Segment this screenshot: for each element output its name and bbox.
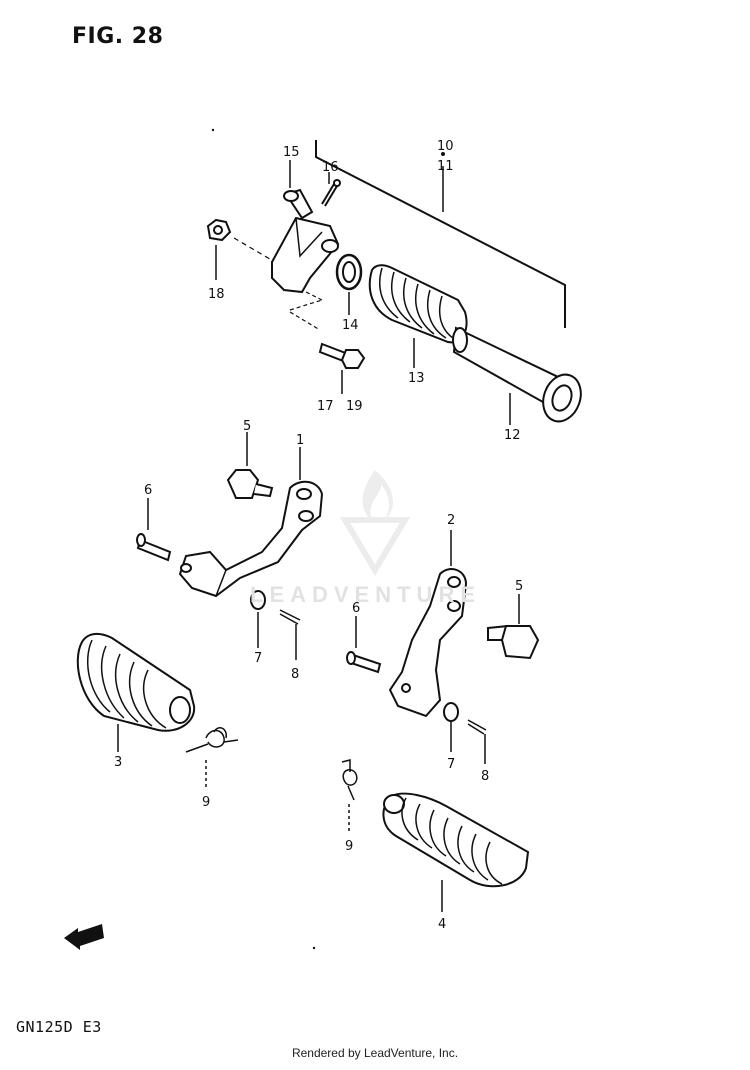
bolt-5-right bbox=[500, 625, 540, 660]
callout-6-left: 6 bbox=[144, 483, 152, 498]
top-assembly bbox=[206, 140, 582, 425]
group-bracket-line bbox=[315, 140, 566, 328]
footpeg-rubber-4 bbox=[382, 792, 530, 888]
callout-13: 13 bbox=[408, 371, 425, 386]
left-assembly bbox=[76, 432, 324, 790]
callout-8-right: 8 bbox=[481, 769, 489, 784]
bolt-17 bbox=[318, 342, 366, 369]
callout-5-right: 5 bbox=[515, 579, 523, 594]
model-code: GN125D E3 bbox=[16, 1018, 102, 1036]
callout-6-right: 6 bbox=[352, 601, 360, 616]
callout-labels: 10 11 15 16 18 14 13 17 19 12 5 1 6 7 8 … bbox=[114, 139, 523, 932]
spring-9-right bbox=[341, 759, 358, 801]
footrest-bracket bbox=[271, 216, 340, 294]
callout-1: 1 bbox=[296, 433, 304, 448]
callout-9-left: 9 bbox=[202, 795, 210, 810]
nut-18 bbox=[206, 218, 232, 242]
footpeg-rubber-3 bbox=[76, 632, 196, 732]
cotter-pin-16 bbox=[321, 183, 338, 207]
washer-7-right bbox=[443, 702, 459, 722]
step-bracket-1 bbox=[178, 480, 324, 598]
callout-10: 10 bbox=[437, 139, 454, 154]
callout-8-left: 8 bbox=[291, 667, 299, 682]
washer-7-left bbox=[250, 590, 266, 610]
callout-18: 18 bbox=[208, 287, 225, 302]
callout-7-left: 7 bbox=[254, 651, 262, 666]
callout-3: 3 bbox=[114, 755, 122, 770]
step-bracket-2 bbox=[388, 568, 468, 718]
footrest-rubber-13 bbox=[368, 264, 468, 344]
callout-19: 19 bbox=[346, 399, 363, 414]
footrest-bar-12 bbox=[452, 326, 582, 423]
callout-9-right: 9 bbox=[345, 839, 353, 854]
callout-17: 17 bbox=[317, 399, 334, 414]
bolt-5-left bbox=[226, 469, 260, 499]
cotter-8-left bbox=[279, 609, 301, 625]
callout-11: 11 bbox=[437, 159, 454, 174]
fwd-arrow-icon: FWD bbox=[64, 924, 104, 950]
watermark-logo bbox=[339, 470, 411, 576]
callout-5-left: 5 bbox=[243, 419, 251, 434]
callout-12: 12 bbox=[504, 428, 521, 443]
figure-title: FIG. 28 bbox=[72, 24, 164, 49]
callout-2: 2 bbox=[447, 513, 455, 528]
footer-credit: Rendered by LeadVenture, Inc. bbox=[291, 1046, 459, 1060]
callout-14: 14 bbox=[342, 318, 359, 333]
callout-15: 15 bbox=[283, 145, 300, 160]
cotter-8-right bbox=[467, 719, 487, 735]
callout-16: 16 bbox=[322, 160, 339, 175]
right-assembly bbox=[341, 530, 540, 912]
callout-4: 4 bbox=[438, 917, 446, 932]
callout-7-right: 7 bbox=[447, 757, 455, 772]
spring-9-left bbox=[185, 727, 239, 753]
watermark-text: LEADVENTURE bbox=[250, 582, 482, 607]
